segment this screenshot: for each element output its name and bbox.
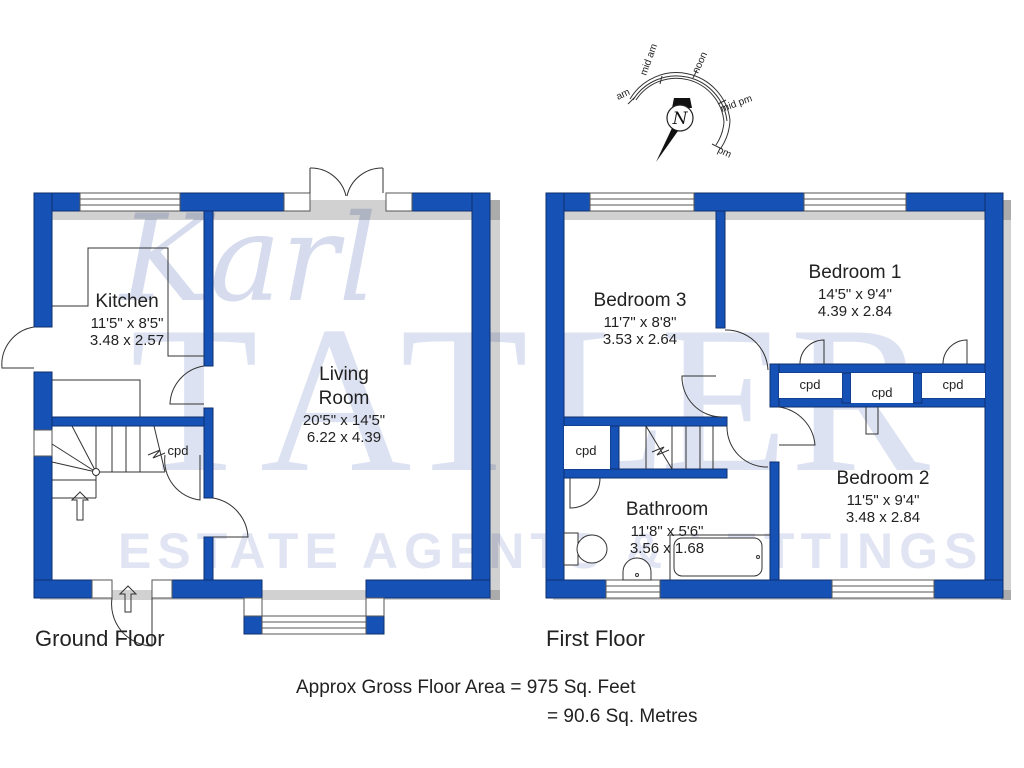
bedroom-2-name: Bedroom 2 — [837, 468, 930, 489]
bedroom-1-imperial: 14'5" x 9'4" — [818, 286, 892, 303]
wall — [33, 579, 93, 599]
cupboard-label: cpd — [872, 385, 893, 400]
wall — [365, 579, 491, 599]
compass-label-mid-pm: mid pm — [719, 93, 754, 115]
ground-floor-plan: Kitchen 11'5" x 8'5" 3.48 x 2.57 Living … — [1, 167, 500, 651]
wall — [171, 579, 263, 599]
wall — [33, 371, 53, 599]
bedroom-3-name: Bedroom 3 — [594, 290, 687, 311]
bedroom-2-metric: 3.48 x 2.84 — [846, 509, 920, 526]
watermark-letter-a: A — [260, 284, 412, 516]
compass-north-label: N — [672, 109, 689, 129]
bedroom-1-metric: 4.39 x 2.84 — [818, 303, 892, 320]
cupboard-label: cpd — [168, 443, 189, 458]
staircase — [51, 425, 166, 613]
window — [803, 192, 907, 212]
bedroom-3-metric: 3.53 x 2.64 — [603, 331, 677, 348]
living-room-metric: 6.22 x 4.39 — [307, 429, 381, 446]
wall — [203, 210, 214, 367]
watermark-letter-t2: T — [400, 284, 528, 516]
bedroom-1-name: Bedroom 1 — [809, 262, 902, 283]
living-room-imperial: 20'5" x 14'5" — [303, 412, 385, 429]
compass-label-noon: noon — [691, 50, 710, 75]
door-swings — [1, 167, 384, 647]
first-floor-plan: Bedroom 3 11'7" x 8'8" 3.53 x 2.64 Bedro… — [545, 192, 1011, 651]
wall — [203, 536, 214, 581]
bath — [673, 537, 763, 577]
window — [283, 192, 413, 212]
cupboard-label: cpd — [576, 443, 597, 458]
window — [605, 579, 661, 599]
window — [589, 192, 695, 212]
bedroom-3-imperial: 11'7" x 8'8" — [604, 314, 677, 331]
window — [33, 429, 385, 635]
basin — [622, 557, 652, 581]
living-room-name-2: Room — [319, 388, 370, 409]
kitchen-metric: 3.48 x 2.57 — [90, 332, 164, 349]
toilet — [563, 532, 608, 566]
compass-label-mid-am: mid am — [638, 42, 660, 77]
cupboard-label: cpd — [943, 377, 964, 392]
watermark-letter-t: T — [130, 284, 258, 516]
bathroom-name: Bathroom — [626, 499, 708, 520]
wall — [179, 192, 285, 212]
window — [79, 192, 181, 212]
compass-dial — [666, 104, 694, 132]
first-floor-label: First Floor — [546, 626, 645, 651]
staircase — [645, 425, 714, 470]
wall — [33, 192, 53, 328]
ground-floor-label: Ground Floor — [35, 626, 165, 651]
door-swings — [569, 329, 968, 509]
living-room-name-1: Living — [319, 364, 369, 385]
window — [831, 579, 935, 599]
compass-label-pm: pm — [716, 145, 733, 161]
compass-label-am: am — [615, 87, 632, 103]
compass-needle — [656, 128, 678, 162]
bathroom-metric: 3.56 x 1.68 — [630, 540, 704, 557]
gross-area-sq-feet: Approx Gross Floor Area = 975 Sq. Feet — [296, 677, 636, 698]
wall — [203, 407, 214, 499]
wall — [51, 416, 205, 427]
gross-area-sq-metres: = 90.6 Sq. Metres — [547, 706, 698, 727]
bedroom-2-imperial: 11'5" x 9'4" — [847, 492, 920, 509]
bathroom-imperial: 11'8" x 5'6" — [631, 523, 704, 540]
kitchen-imperial: 11'5" x 8'5" — [91, 315, 164, 332]
wall — [471, 192, 491, 599]
compass: am mid am noon mid pm pm N — [615, 42, 754, 162]
kitchen-name: Kitchen — [95, 291, 158, 312]
watermark-script: Karl — [118, 190, 377, 329]
cupboard-label: cpd — [800, 377, 821, 392]
